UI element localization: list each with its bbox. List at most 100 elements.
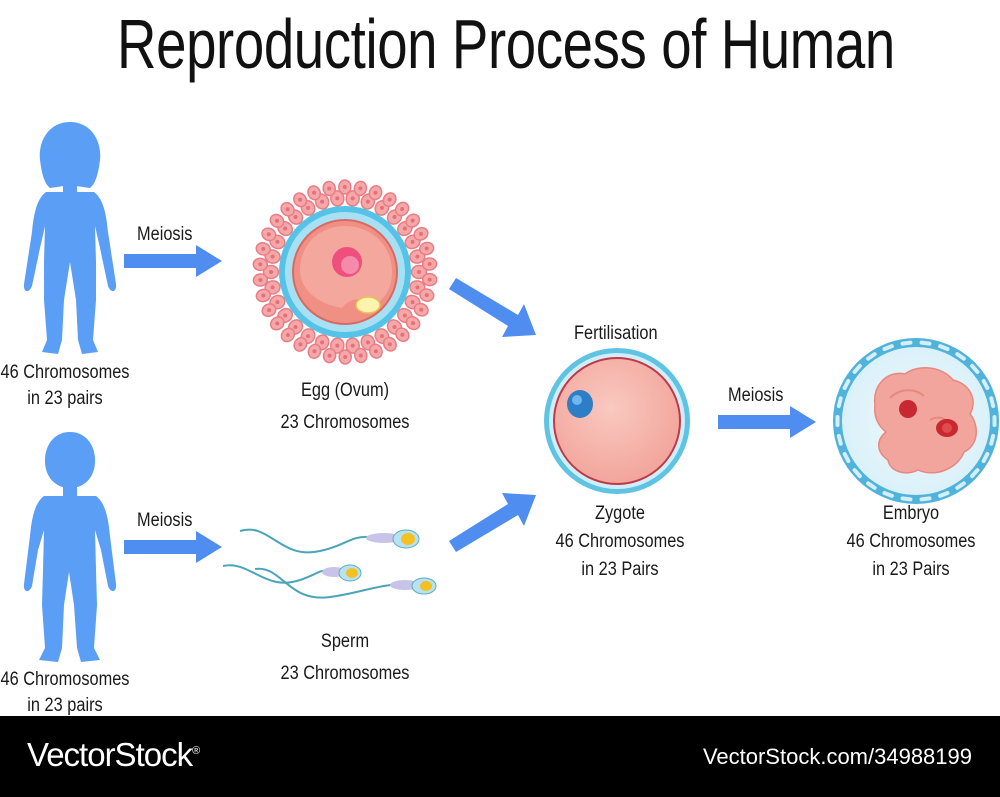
embryo-shell-cell bbox=[900, 340, 913, 346]
follicle-nucleus bbox=[320, 199, 325, 204]
follicle-nucleus bbox=[266, 232, 271, 237]
follicle-nucleus bbox=[365, 199, 370, 204]
follicle-nucleus bbox=[312, 349, 317, 354]
follicle-nucleus bbox=[327, 186, 332, 191]
follicle-nucleus bbox=[293, 215, 298, 219]
follicle-nucleus bbox=[400, 207, 405, 211]
follicle-nucleus bbox=[387, 342, 392, 347]
follicle-nucleus bbox=[306, 334, 310, 339]
embryo-shell-cell bbox=[842, 378, 851, 391]
sperm-to-zygote-arrow bbox=[449, 493, 536, 552]
egg-label: Egg (Ovum) 23 Chromosomes bbox=[263, 375, 426, 439]
follicle-nucleus bbox=[258, 278, 263, 282]
follicle-nucleus bbox=[419, 231, 423, 236]
embryo-shell-cell bbox=[938, 490, 950, 498]
follicle-nucleus bbox=[402, 313, 407, 318]
follicle-nucleus bbox=[298, 342, 303, 347]
embryo-shell-cell bbox=[866, 352, 877, 361]
embryo-shell-cell bbox=[882, 344, 894, 352]
embryo-shell-cell bbox=[955, 481, 966, 490]
follicle-nucleus bbox=[275, 321, 280, 326]
follicle-nucleus bbox=[275, 239, 280, 244]
embryo-shell-cell bbox=[970, 363, 980, 374]
embryo-shell-cell bbox=[836, 396, 843, 409]
female-label-line1: 46 Chromosomes bbox=[0, 362, 130, 383]
watermark-footer bbox=[0, 716, 1000, 797]
follicle-nucleus bbox=[267, 308, 271, 313]
follicle-nucleus bbox=[400, 332, 405, 337]
embryo-shell-cell bbox=[852, 363, 862, 374]
follicle-nucleus bbox=[380, 334, 384, 339]
follicle-nucleus bbox=[358, 353, 363, 358]
zygote-cell-icon bbox=[544, 348, 690, 494]
embryo-label-line3: in 23 Pairs bbox=[872, 559, 950, 580]
follicle-nucleus bbox=[427, 262, 432, 266]
embryo-shell-cell bbox=[919, 340, 932, 346]
zygote-label-line2: 46 Chromosomes bbox=[555, 531, 685, 552]
follicle-nucleus bbox=[410, 218, 415, 223]
sperm-cells-icon bbox=[222, 528, 437, 599]
follicle-nucleus bbox=[261, 293, 266, 298]
diagram-title: Reproduction Process of Human bbox=[117, 5, 895, 83]
meiosis-label-male: Meiosis bbox=[137, 510, 193, 531]
follicle-nucleus bbox=[335, 196, 340, 201]
egg-label-line1: Egg (Ovum) bbox=[300, 380, 390, 401]
sperm-label: Sperm 23 Chromosomes bbox=[263, 626, 426, 690]
zygote-label-line1: Zygote bbox=[595, 503, 645, 524]
embryo-shell-cell bbox=[955, 352, 966, 361]
zygote-label-line3: in 23 Pairs bbox=[581, 559, 659, 580]
vectorstock-logo: VectorStock® bbox=[27, 736, 200, 774]
embryo-shell-cell bbox=[852, 468, 862, 479]
follicle-nucleus bbox=[342, 185, 347, 189]
embryo-shell-cell bbox=[989, 433, 996, 446]
follicle-nucleus bbox=[312, 190, 317, 195]
follicle-nucleus bbox=[285, 333, 290, 337]
embryo-shell-cell bbox=[938, 344, 950, 352]
follicle-nucleus bbox=[402, 226, 407, 231]
fertilisation-label: Fertilisation bbox=[574, 323, 658, 344]
registered-mark: ® bbox=[192, 745, 200, 757]
follicle-nucleus bbox=[410, 300, 415, 305]
embryo-shell-cell bbox=[835, 415, 840, 427]
follicle-nucleus bbox=[269, 270, 273, 274]
embryo-shell-cell bbox=[981, 378, 990, 391]
embryo-shell-cell bbox=[836, 433, 843, 446]
follicle-nucleus bbox=[417, 270, 421, 274]
meiosis-arrow-male bbox=[124, 531, 222, 563]
embryo-shell-cell bbox=[842, 451, 851, 464]
embryo-shell-cell bbox=[882, 490, 894, 498]
embryo-shell-cell bbox=[866, 481, 877, 490]
male-label-line1: 46 Chromosomes bbox=[0, 669, 130, 690]
brand-text: VectorStock bbox=[27, 736, 193, 773]
follicle-nucleus bbox=[270, 285, 275, 290]
meiosis-label-zygote: Meiosis bbox=[728, 385, 784, 406]
follicle-nucleus bbox=[283, 226, 288, 231]
follicle-nucleus bbox=[261, 246, 266, 251]
follicle-nucleus bbox=[343, 355, 348, 359]
meiosis-arrow-zygote bbox=[718, 406, 816, 438]
embryo-shell-cell bbox=[919, 496, 932, 502]
follicle-nucleus bbox=[427, 277, 432, 282]
follicle-nucleus bbox=[270, 254, 275, 259]
follicle-nucleus bbox=[424, 246, 429, 251]
follicle-nucleus bbox=[320, 340, 325, 345]
follicle-nucleus bbox=[392, 215, 397, 219]
egg-to-zygote-arrow bbox=[449, 278, 536, 337]
follicle-nucleus bbox=[419, 307, 424, 312]
egg-cell-icon bbox=[252, 179, 438, 365]
follicle-nucleus bbox=[335, 343, 340, 348]
follicle-nucleus bbox=[298, 197, 303, 202]
follicle-nucleus bbox=[410, 239, 415, 244]
follicle-nucleus bbox=[380, 205, 384, 210]
follicle-nucleus bbox=[275, 300, 280, 305]
follicle-nucleus bbox=[373, 349, 378, 354]
embryo-icon bbox=[833, 338, 999, 504]
sperm-label-line2: 23 Chromosomes bbox=[280, 663, 410, 684]
follicle-nucleus bbox=[415, 254, 420, 259]
follicle-nucleus bbox=[258, 262, 263, 267]
embryo-shell-cell bbox=[900, 496, 913, 502]
male-silhouette-icon bbox=[23, 432, 117, 662]
follicle-nucleus bbox=[293, 325, 298, 329]
